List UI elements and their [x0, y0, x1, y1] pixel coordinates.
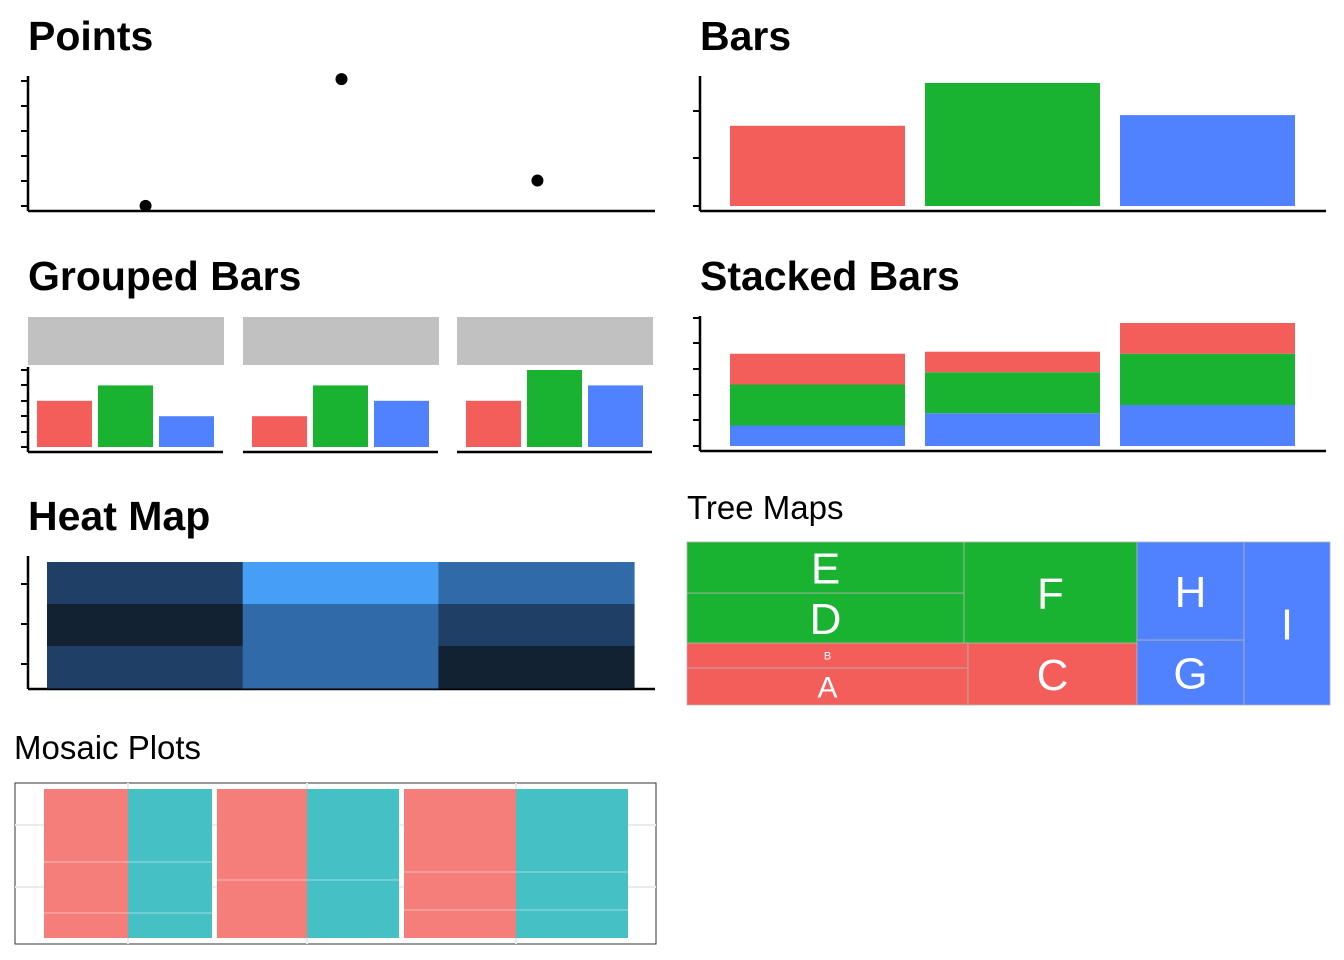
treemap-label: H	[1175, 568, 1207, 617]
heat-cell	[47, 646, 244, 689]
mosaic-cell	[44, 789, 128, 938]
grouped-bar	[313, 385, 368, 447]
bars-title: Bars	[700, 13, 792, 59]
stacked-segment	[925, 413, 1100, 446]
heat-cell	[242, 604, 439, 647]
stacked-segment	[730, 384, 905, 426]
bar	[925, 83, 1100, 206]
tree-maps-title: Tree Maps	[687, 489, 844, 526]
heat-cell	[242, 646, 439, 689]
stacked-segment	[925, 351, 1100, 373]
grouped-bar	[527, 370, 582, 447]
treemap-tile	[686, 667, 969, 706]
treemap-tile	[1136, 639, 1245, 706]
stacked-segment	[730, 353, 905, 385]
treemap-tile	[686, 592, 965, 644]
heat-cell	[47, 604, 244, 647]
treemap-tile	[1136, 541, 1245, 641]
scatter-point	[335, 73, 348, 86]
treemap-label: A	[817, 671, 837, 704]
grouped-bar	[252, 416, 307, 447]
treemap-tile	[967, 642, 1138, 706]
scatter-point	[139, 199, 152, 212]
treemap-tile	[686, 541, 965, 594]
stacked-segment	[730, 425, 905, 446]
heat-cell	[438, 604, 635, 647]
treemap-tile	[963, 541, 1138, 644]
facet-strip	[243, 317, 439, 365]
treemap-label: B	[824, 650, 831, 662]
grouped-bar	[374, 400, 429, 447]
heat-cell	[47, 562, 244, 605]
mosaic-cell	[128, 789, 212, 938]
bar	[1120, 115, 1295, 206]
stacked-bars-title: Stacked Bars	[700, 253, 960, 299]
treemap-label: I	[1281, 600, 1293, 649]
stacked-segment	[1120, 405, 1295, 446]
treemap-label: E	[811, 544, 840, 593]
treemap-label: D	[810, 595, 842, 644]
grouped-bar	[159, 416, 214, 447]
stacked-segment	[925, 372, 1100, 414]
stacked-segment	[1120, 353, 1295, 405]
grouped-bar	[37, 400, 92, 447]
treemap-label: F	[1037, 569, 1064, 618]
heat-cell	[438, 646, 635, 689]
grouped-bar	[98, 385, 153, 447]
treemap-label: G	[1173, 649, 1207, 698]
mosaic-cell	[307, 789, 399, 938]
treemap-label: C	[1037, 651, 1069, 700]
scatter-point	[531, 174, 544, 187]
mosaic-cell	[404, 789, 516, 938]
stacked-segment	[1120, 323, 1295, 354]
grouped-bar	[588, 385, 643, 447]
heat-cell	[438, 562, 635, 605]
mosaic-plots-title: Mosaic Plots	[14, 729, 202, 766]
facet-strip	[457, 317, 653, 365]
bar	[730, 125, 905, 206]
grouped-bars-title: Grouped Bars	[28, 253, 302, 299]
mosaic-cell	[217, 789, 307, 938]
mosaic-cell	[516, 789, 628, 938]
facet-strip	[28, 317, 224, 365]
grouped-bar	[466, 400, 521, 447]
points-title: Points	[28, 13, 154, 59]
treemap-tile	[1243, 541, 1331, 706]
heat-cell	[242, 562, 439, 605]
heat-map-title: Heat Map	[28, 493, 211, 539]
